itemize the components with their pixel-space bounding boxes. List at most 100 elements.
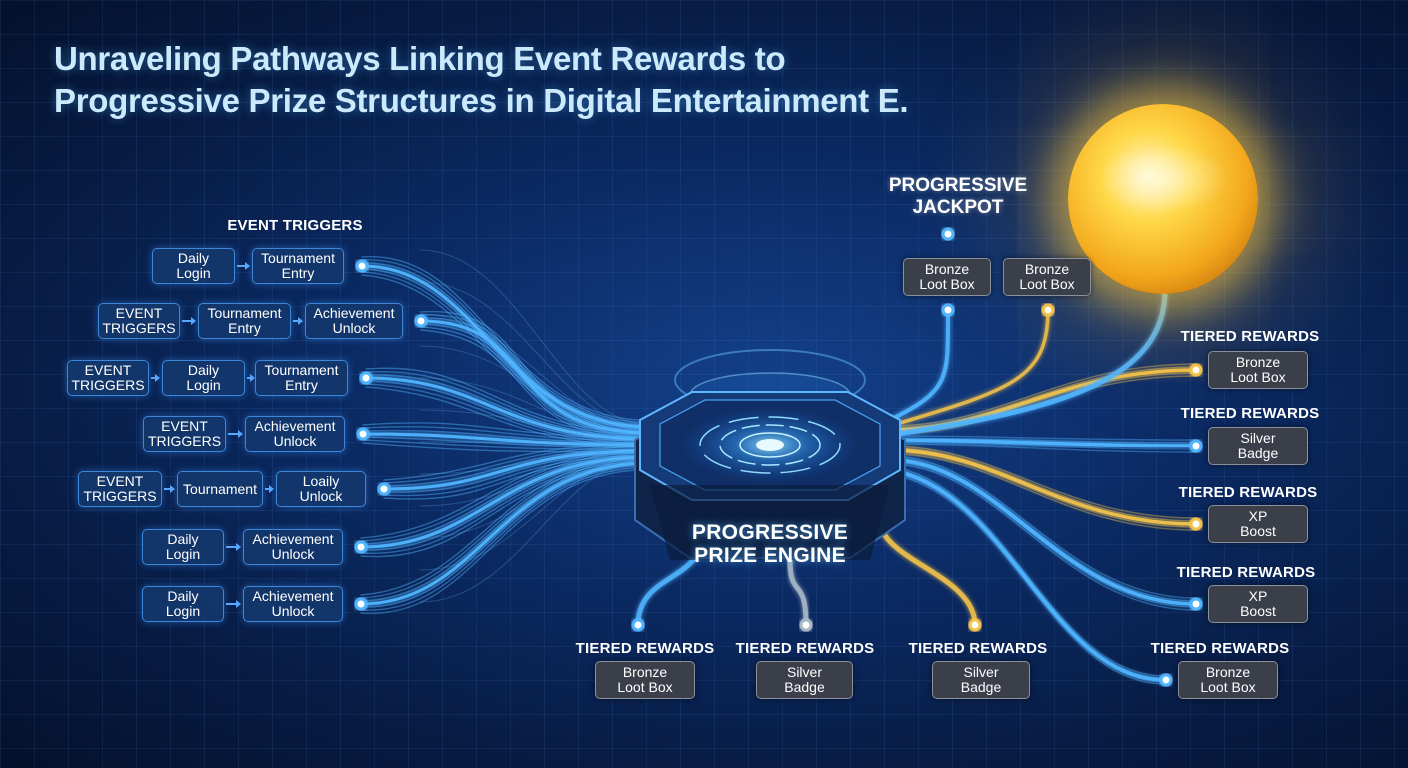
event-trigger-label: Achievement Unlock (252, 531, 334, 562)
right-flow-strand (889, 465, 1167, 677)
left-flow-strand (383, 454, 651, 497)
right-flow-strand (888, 458, 1198, 606)
left-flow-strand (360, 460, 651, 554)
left-flow-strand-faint (419, 345, 651, 435)
left-flow-strand (361, 432, 652, 447)
right-tiered-reward-label: TIERED REWARDS (1180, 328, 1320, 345)
left-flow-strand (360, 457, 651, 599)
jackpot-connector-dot (941, 303, 955, 317)
event-trigger-label: EVENT TRIGGERS (83, 473, 157, 504)
right-flow-strand (889, 435, 1197, 441)
right-flow-strand (889, 471, 1167, 683)
event-trigger-box: Tournament Entry (252, 248, 344, 284)
right-tiered-reward-box: XP Boost (1208, 585, 1308, 623)
right-tiered-reward-label: TIERED REWARDS (1150, 640, 1290, 657)
left-flow-strand (420, 329, 651, 441)
left-flow-strand (360, 460, 651, 602)
title-line-1: Unraveling Pathways Linking Event Reward… (54, 40, 786, 77)
event-trigger-label: Achievement Unlock (254, 418, 336, 449)
right-flow-strand (889, 445, 1197, 519)
right-flow-strand (889, 463, 1197, 611)
bottom-tiered-reward-box: Bronze Loot Box (595, 661, 695, 699)
right-tiered-reward-box: XP Boost (1208, 505, 1308, 543)
left-flow-strand-faint (419, 281, 651, 429)
event-trigger-label: Daily Login (165, 531, 201, 562)
event-trigger-label: Loaily Unlock (299, 473, 343, 504)
bottom-tiered-reward-box: Silver Badge (756, 661, 853, 699)
left-flow-strand-faint (419, 451, 651, 539)
event-trigger-label: Tournament (183, 480, 257, 497)
jackpot-reward-label-1: Bronze Loot Box (919, 261, 975, 292)
right-tiered-reward-label: TIERED REWARDS (1180, 405, 1320, 422)
golden-orb-icon (1068, 104, 1258, 294)
event-trigger-label: EVENT TRIGGERS (102, 305, 176, 336)
prize-engine-hub (634, 349, 906, 560)
event-triggers-header: EVENT TRIGGERS (227, 217, 363, 234)
left-flow-strand (420, 323, 651, 436)
event-trigger-label: EVENT TRIGGERS (71, 362, 145, 393)
bottom-tiered-reward-label: TIERED REWARDS (908, 640, 1048, 657)
arrow-connector (265, 485, 274, 493)
event-trigger-label: Achievement Unlock (313, 305, 395, 336)
left-flow-strand (359, 455, 652, 549)
left-flow-strand (362, 426, 651, 442)
left-flow-strand-faint (419, 448, 651, 507)
event-trigger-box: Daily Login (152, 248, 235, 284)
right-tiered-reward-box: Silver Badge (1208, 427, 1308, 465)
left-flow-strand (360, 468, 651, 614)
left-flow-strand-faint (419, 454, 651, 571)
left-flow-strand (360, 466, 651, 611)
event-trigger-box: EVENT TRIGGERS (78, 471, 162, 507)
event-trigger-box: Daily Login (162, 360, 245, 396)
bottom-tiered-reward-box-label: Silver Badge (784, 664, 825, 695)
right-tiered-reward-box-label: Bronze Loot Box (1200, 664, 1256, 695)
jackpot-reward-label-2: Bronze Loot Box (1019, 261, 1075, 292)
left-flow-strand (361, 268, 651, 430)
arrow-connector (247, 374, 255, 382)
bottom-tiered-reward-box-label: Silver Badge (960, 664, 1002, 695)
engine-label: PROGRESSIVE PRIZE ENGINE (691, 521, 849, 567)
right-flow-strand (889, 443, 1197, 453)
left-flow-strand-faint (419, 441, 651, 444)
bottom-tiered-reward-box: Silver Badge (932, 661, 1030, 699)
left-flow-strand (362, 436, 651, 448)
left-flow-strand (360, 455, 651, 596)
left-flow-strand (365, 370, 651, 436)
left-flow-strand (365, 383, 651, 445)
event-trigger-label: Daily Login (165, 588, 201, 619)
arrow-connector (237, 262, 250, 270)
event-trigger-box: Tournament Entry (255, 360, 348, 396)
left-flow-strand (360, 451, 651, 542)
right-tiered-reward-box: Bronze Loot Box (1178, 661, 1278, 699)
event-trigger-label: Daily Login (186, 362, 221, 393)
right-flow-strand (889, 451, 1197, 528)
right-flow-strand (889, 453, 1197, 531)
left-flow-strand-faint (419, 409, 651, 441)
left-flow-strand (420, 317, 651, 432)
jackpot-flow (888, 308, 1050, 428)
left-flow-strand (360, 458, 651, 551)
right-tiered-reward-box: Bronze Loot Box (1208, 351, 1308, 389)
right-tiered-reward-label: TIERED REWARDS (1176, 564, 1316, 581)
right-flow-strand (888, 448, 1198, 526)
right-tiered-reward-box-label: XP Boost (1240, 508, 1276, 539)
bottom-flow (877, 517, 978, 628)
right-flow-strand (888, 438, 1198, 448)
left-flow-strand-faint (419, 457, 651, 603)
left-connector-dot (414, 314, 428, 328)
left-flow-strand (361, 271, 651, 433)
left-flow-strand (420, 310, 651, 428)
left-flow-strand-faint (419, 313, 651, 432)
jackpot-connector-dot (1041, 303, 1055, 317)
left-flow-strand (382, 449, 652, 491)
arrow-connector (151, 374, 160, 382)
right-connector-dot (1189, 517, 1203, 531)
arrow-connector (182, 317, 196, 325)
left-flow-strand (383, 448, 651, 487)
left-flow-strand (362, 429, 651, 444)
right-flow-strand (889, 437, 1197, 444)
left-flow-strand (360, 464, 651, 608)
right-flow-strand (888, 468, 1168, 682)
bottom-flow (787, 557, 809, 628)
